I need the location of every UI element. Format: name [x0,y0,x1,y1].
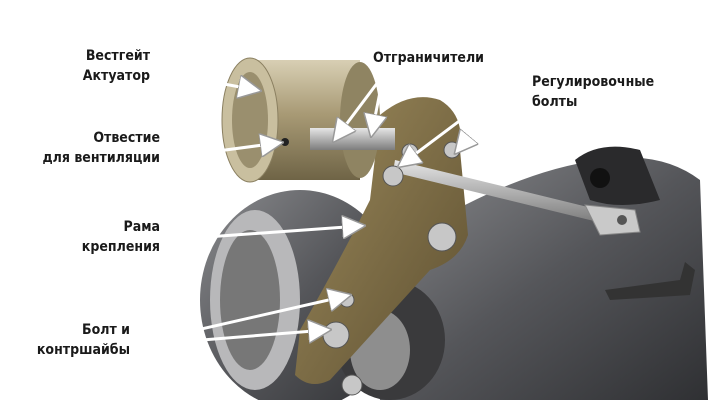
label-line: Рама [123,219,160,235]
label-line: Регулировочные [532,74,655,90]
actuator-shaft [310,128,395,150]
label-vent-hole: Отвестие для вентиляции [10,128,160,168]
label-bolt-washers: Болт и контршайбы [10,320,130,360]
label-line: болты [532,94,578,110]
label-line: Отграничители [373,50,485,66]
label-adjust-bolts: Регулировочные болты [532,72,654,112]
label-limiters: Отграничители [373,48,484,68]
turbine-outlet [575,146,660,205]
label-line: Актуатор [82,68,150,84]
label-line: для вентиляции [42,150,160,166]
label-line: Болт и [82,322,130,338]
label-line: Вестгейт [85,48,150,64]
label-mount-frame: Рама крепления [10,217,160,257]
wastegate-lever [605,262,695,300]
label-line: Отвестие [93,130,160,146]
vent-hole [281,138,289,146]
label-actuator: Вестгейт Актуатор [40,46,150,86]
actuator-rod [393,160,600,222]
actuator-can [221,57,380,183]
label-line: контршайбы [36,342,130,358]
pointer-arrows [139,70,510,347]
label-line: крепления [81,239,160,255]
